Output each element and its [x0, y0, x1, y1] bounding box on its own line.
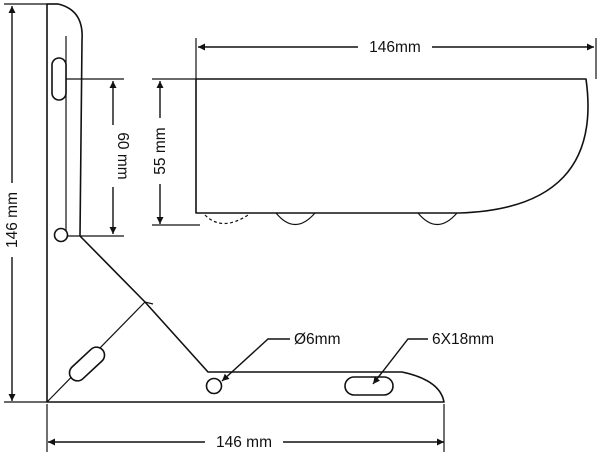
plate-cup-1: [275, 212, 316, 226]
side-view-bracket: [46, 3, 445, 403]
back-plate-hole: [53, 227, 69, 243]
leaders: [221, 338, 428, 385]
top-width-label: 146mm: [369, 39, 421, 56]
slot-offset-label: 60 mm: [114, 132, 131, 179]
slot-leader: [372, 338, 428, 385]
front-view-plate: [195, 78, 589, 226]
height-label: 146 mm: [4, 192, 21, 248]
hole-diameter-label: Ø6mm: [294, 331, 341, 348]
plate-outline: [195, 78, 589, 214]
bottom-width-label: 146 mm: [216, 434, 272, 451]
slot-size-label: 6X18mm: [432, 331, 494, 348]
plate-cup-2: [417, 212, 458, 226]
bottom-hole: [205, 377, 223, 395]
gusset-oval-slot: [68, 346, 106, 382]
vertical-slot: [51, 57, 67, 101]
label-masks: [4, 37, 432, 452]
bracket-depth-label: 55 mm: [152, 127, 169, 174]
hole-leader: [221, 338, 290, 382]
bottom-slot: [344, 376, 394, 396]
plate-cup-dashed: [204, 214, 249, 225]
